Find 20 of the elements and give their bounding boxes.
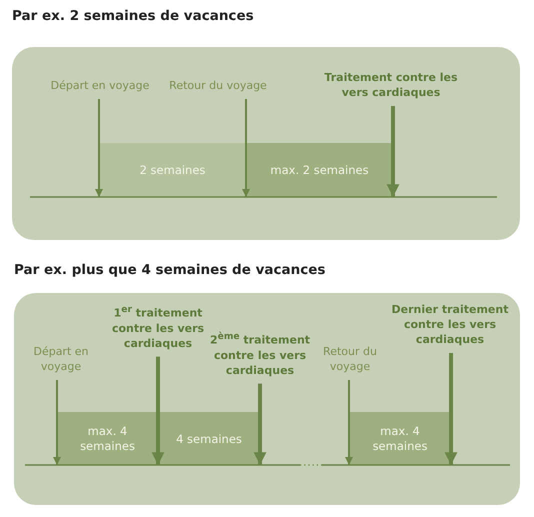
treatment-label: Traitement contre les vers cardiaques [316,70,466,100]
section-heading: Par ex. plus que 4 semaines de vacances [14,262,326,278]
arrow [386,106,400,197]
period-bar: max. 4 semaines [57,412,158,465]
period-bar: max. 2 semaines [246,143,393,197]
arrow [254,384,266,465]
period-bar: max. 4 semaines [349,412,451,465]
arrow [53,380,61,465]
arrow [95,99,103,197]
arrow [152,356,164,465]
arrow [444,353,458,465]
treatment-label: 2$^{ème}$ traitement contre les vers cardiaques [205,329,315,378]
section-heading: Par ex. 2 semaines de vacances [12,8,254,24]
arrow [345,380,353,465]
event-label: Retour du voyage [312,344,388,374]
event-label: Départ en voyage [25,344,97,374]
period-bar: 4 semaines [158,412,260,465]
arrow [242,99,250,197]
period-bar: 2 semaines [99,143,246,197]
treatment-label: Dernier traitement contre les vers cardiaques [385,302,515,347]
